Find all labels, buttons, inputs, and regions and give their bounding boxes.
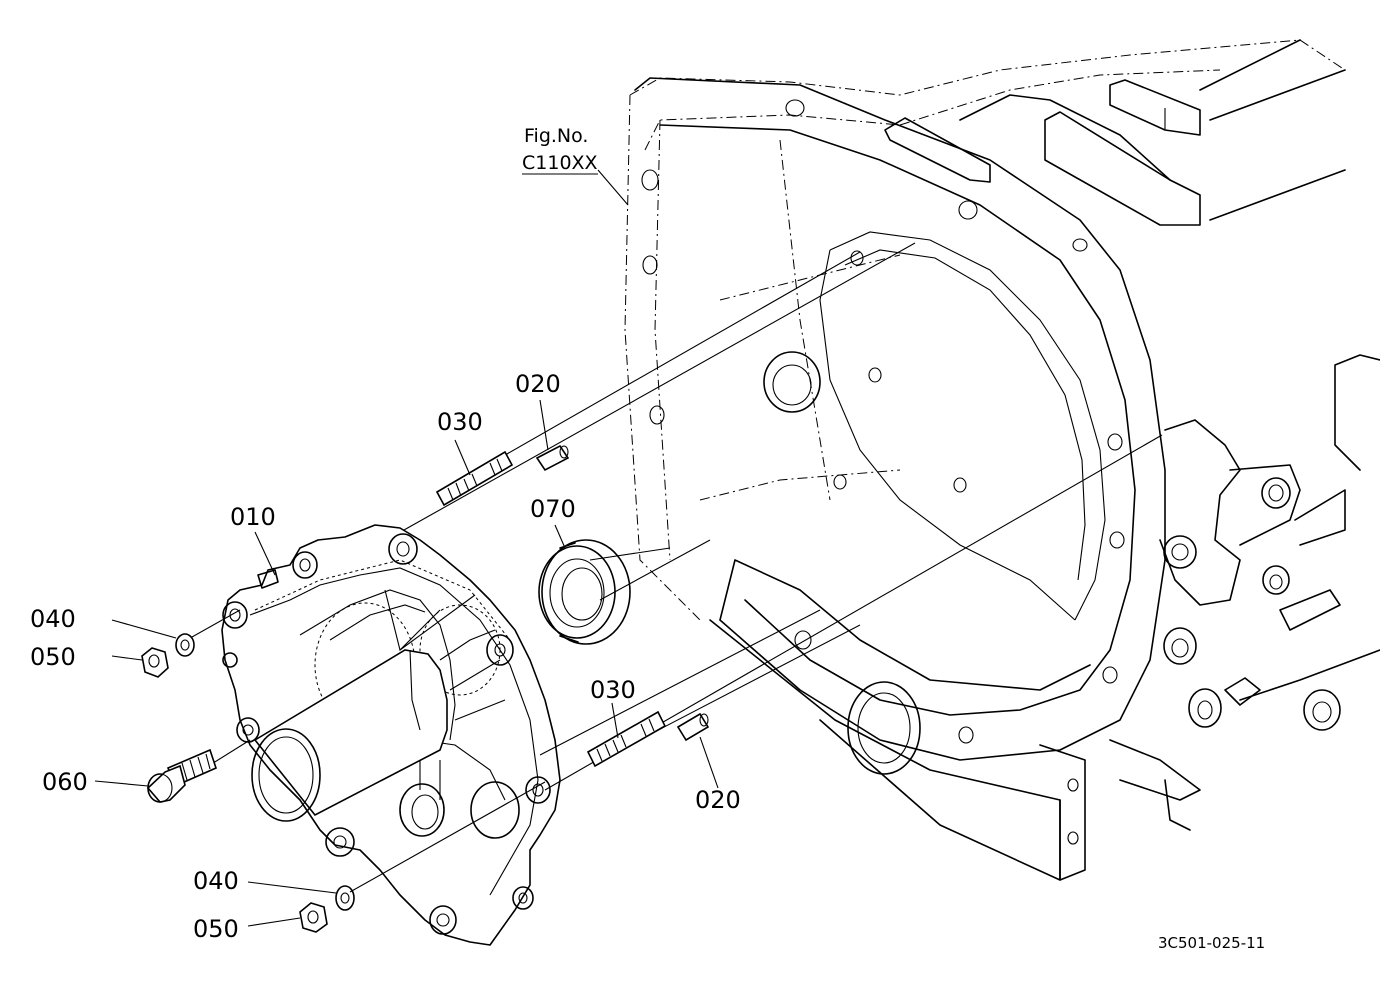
- stud-030-top: [435, 450, 514, 507]
- label-050-top: 050: [30, 643, 76, 671]
- label-020-top: 020: [515, 370, 561, 398]
- figure-reference-line2: C110XX: [522, 152, 598, 174]
- label-050-bottom: 050: [193, 915, 239, 943]
- drawing-number: 3C501-025-11: [1158, 934, 1265, 952]
- nut-050-top: [141, 647, 169, 678]
- washer-040-top: [175, 633, 195, 657]
- label-060: 060: [42, 768, 88, 796]
- label-020-bottom: 020: [695, 786, 741, 814]
- callout-labels: 010 020 020 030 030 040 040 050 050 060 …: [30, 125, 1265, 952]
- bolt-060: [146, 748, 217, 803]
- label-040-bottom: 040: [193, 867, 239, 895]
- pin-020-top: [535, 444, 570, 472]
- transmission-housing: [624, 39, 1380, 881]
- label-030-bottom: 030: [590, 676, 636, 704]
- leader-lines: [94, 169, 719, 927]
- figure-reference-line1: Fig.No.: [524, 125, 588, 147]
- nut-050-bottom: [299, 902, 328, 933]
- stud-030-bottom: [586, 710, 667, 768]
- label-030-top: 030: [437, 408, 483, 436]
- label-010: 010: [230, 503, 276, 531]
- label-070: 070: [530, 495, 576, 523]
- washer-040-bottom: [335, 885, 355, 911]
- label-040-top: 040: [30, 605, 76, 633]
- oil-seal-070: [538, 539, 631, 645]
- cover-010: [221, 524, 561, 946]
- pin-020-bottom: [676, 712, 710, 742]
